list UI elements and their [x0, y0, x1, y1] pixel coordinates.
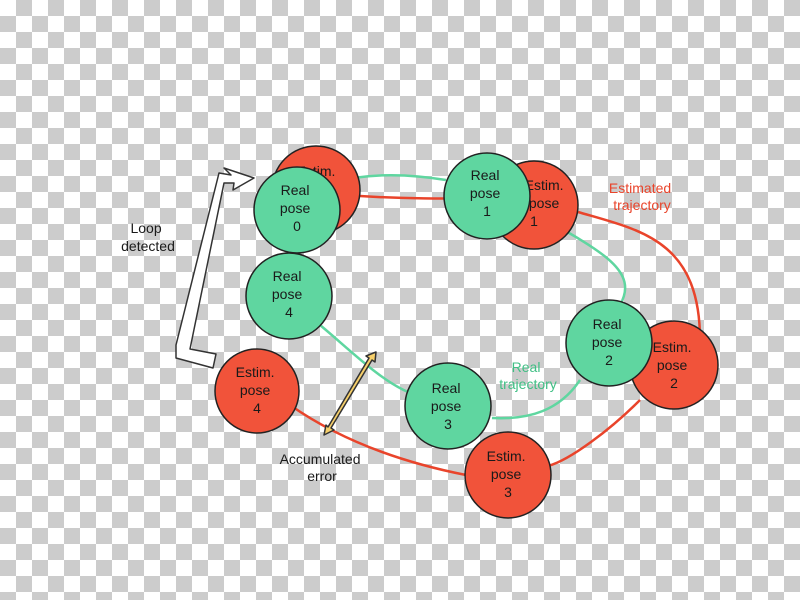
- accumulated-error-arrow: [323, 351, 377, 436]
- accumulated-error-label: Accumulated error: [280, 451, 365, 484]
- real-trajectory-label: Real trajectory: [499, 359, 557, 392]
- loop-detected-arrow: [175, 167, 255, 369]
- estimated-pose-2-text: Estim. pose 2: [653, 339, 696, 391]
- real-pose-2-text: Real pose 2: [592, 316, 626, 368]
- real-pose-3-text: Real pose 3: [431, 380, 465, 432]
- estimated-pose-3-text: Estim. pose 3: [487, 448, 530, 500]
- real-pose-4: Real pose 4: [245, 252, 333, 340]
- real-pose-1: Real pose 1: [443, 152, 531, 240]
- real-pose-0-text: Real pose 0: [280, 182, 314, 234]
- estimated-pose-4-text: Estim. pose 4: [236, 364, 279, 416]
- estimated-trajectory-label: Estimated trajectory: [609, 180, 675, 213]
- real-pose-2: Real pose 2: [565, 299, 653, 387]
- real-pose-4-text: Real pose 4: [272, 268, 306, 320]
- estimated-pose-4: Estim. pose 4: [214, 348, 300, 434]
- real-pose-1-text: Real pose 1: [470, 167, 504, 219]
- real-pose-0: Real pose 0: [253, 166, 341, 254]
- loop-detected-label: Loop detected: [121, 220, 175, 254]
- estimated-pose-3: Estim. pose 3: [464, 431, 552, 519]
- real-pose-3: Real pose 3: [404, 362, 492, 450]
- estimated-pose-1-text: Estim. pose 1: [525, 177, 568, 229]
